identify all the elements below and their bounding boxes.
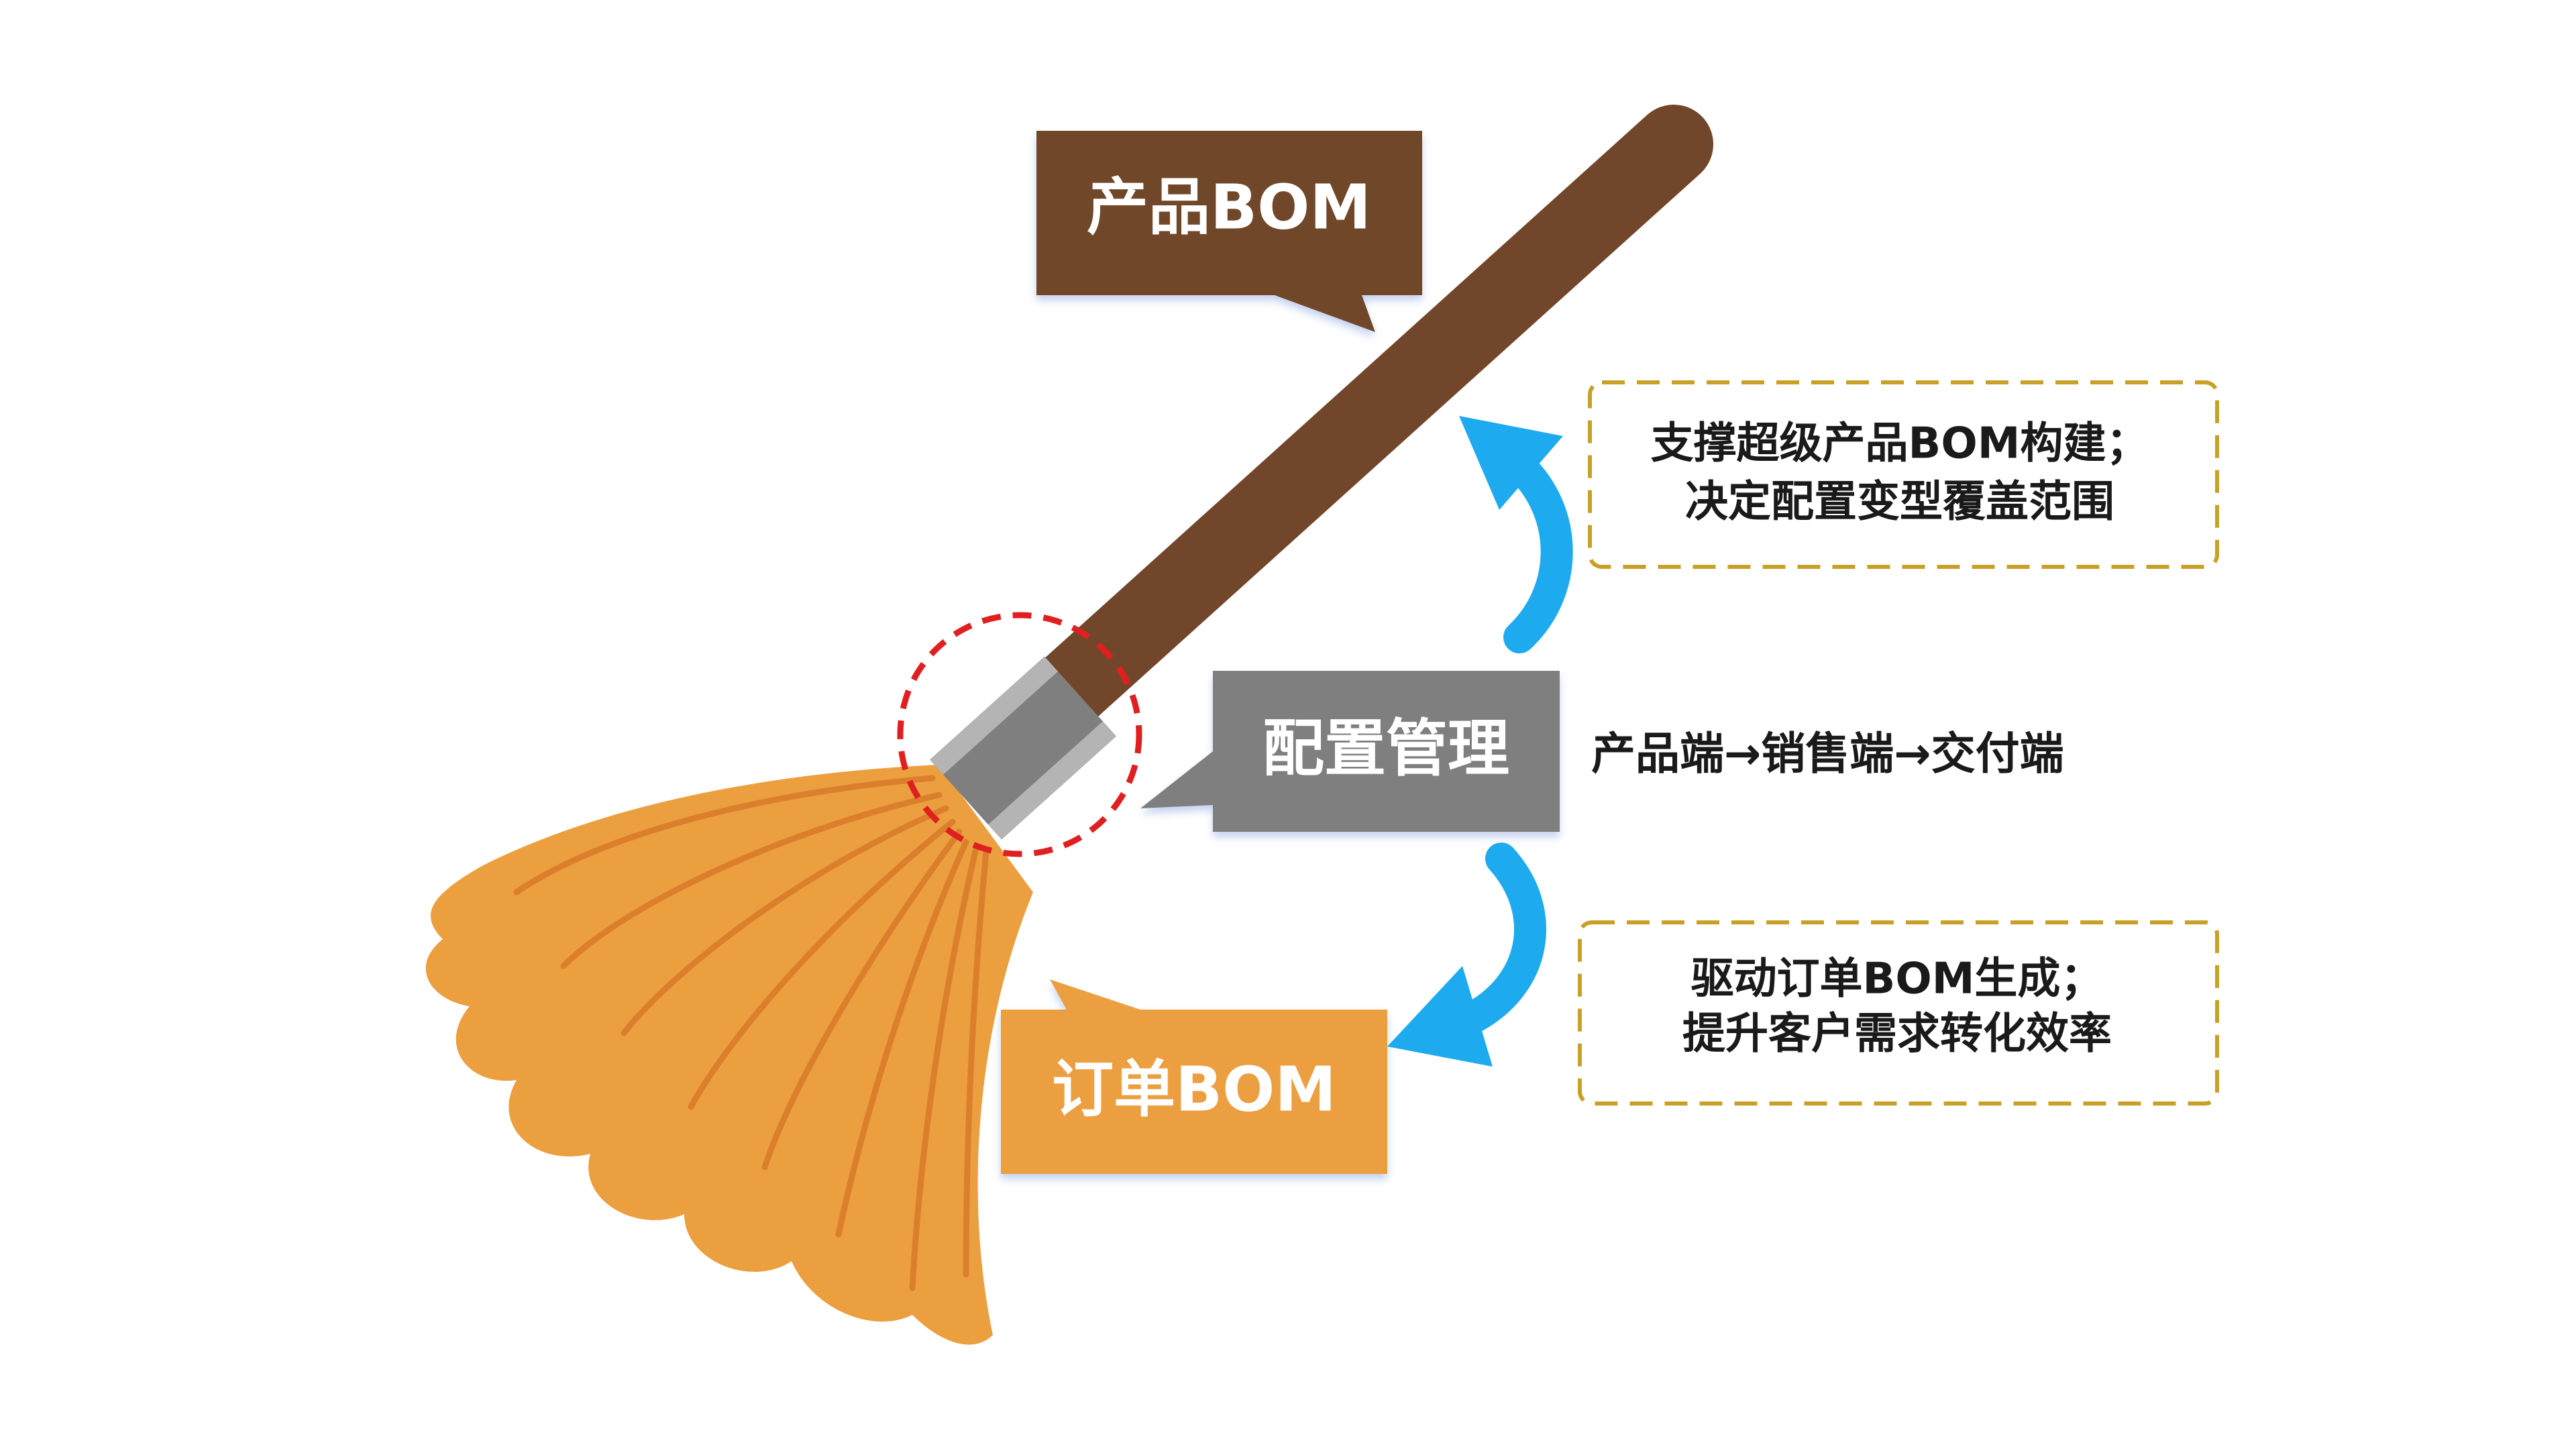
top-note-line-1: 支撑超级产品BOM构建； [1651,419,2149,469]
broom-handle [1020,105,1713,737]
broom-icon [425,105,1713,1345]
product-bom-label: 产品BOM [1087,171,1371,243]
bottom-note-line-2: 提升客户需求转化效率 [1682,1010,2112,1059]
order-bom-label: 订单BOM [1052,1053,1336,1125]
broom-ferrule [930,656,1116,840]
top-note-box [1588,380,2219,569]
order-bom-callout [1001,979,1387,1174]
highlight-circle [897,612,1142,857]
broom-head [425,765,1033,1345]
flow-text: 产品端→销售端→交付端 [1591,728,2064,780]
top-note-line-2: 决定配置变型覆盖范围 [1685,478,2114,527]
curved-arrow-up-icon [1459,416,1573,653]
config-mgmt-callout [1140,671,1560,832]
product-bom-callout [1036,131,1422,332]
bottom-note-line-1: 驱动订单BOM生成； [1691,955,2104,1004]
bristle-lines [513,775,989,1291]
curved-arrow-down-icon [1387,843,1546,1067]
bottom-note-box [1578,920,2219,1106]
config-mgmt-label: 配置管理 [1263,712,1509,784]
